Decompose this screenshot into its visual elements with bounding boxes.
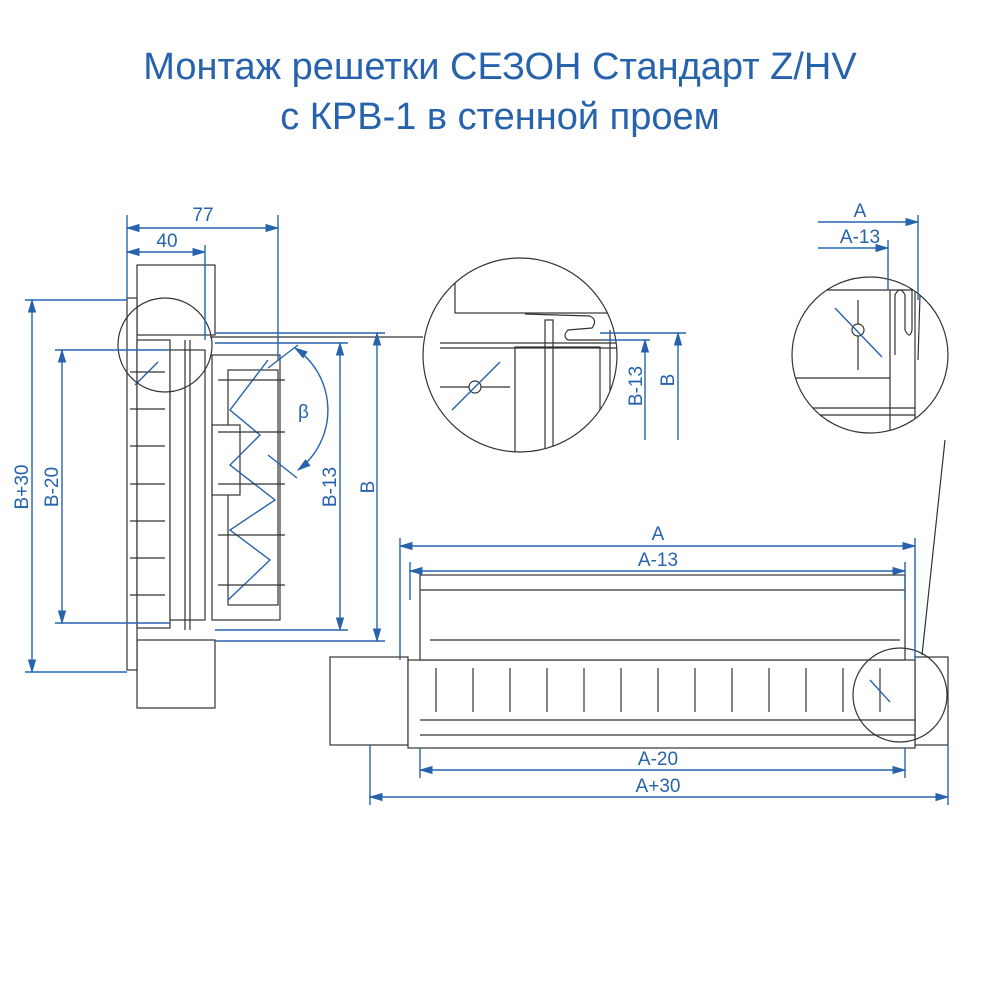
wall-bottom-section	[136, 639, 216, 709]
dim-b: B	[358, 481, 379, 494]
plan-dim-a-minus-20: A-20	[638, 749, 678, 770]
dim-b-plus-30: B+30	[12, 465, 33, 510]
detail-dim-a-minus-13: A-13	[840, 227, 880, 248]
side-dimensions: 77 40 B+30 B-20 B-13 B	[12, 205, 385, 674]
detail-dim-b-minus-13: B-13	[626, 366, 647, 406]
grille-frame	[169, 349, 206, 621]
plan-louvers	[435, 668, 881, 712]
damper-blades	[227, 359, 277, 601]
wall-top-section	[136, 264, 216, 336]
detail-leader-line-2	[921, 439, 946, 656]
grille-louvers	[130, 371, 165, 596]
dim-40: 40	[156, 231, 177, 252]
grille-front	[407, 659, 916, 749]
detail-top-corner: B-13 B	[422, 257, 686, 453]
wall-right-section	[914, 656, 949, 746]
damper-housing	[419, 574, 906, 661]
plan-dim-a-minus-13: A-13	[638, 550, 678, 571]
plan-dim-a-plus-30: A+30	[636, 776, 681, 797]
angle-arc	[293, 347, 329, 471]
detail-circle-2	[791, 276, 949, 434]
dim-77: 77	[192, 205, 213, 226]
side-view: 77 40 B+30 B-20 B-13 B	[12, 205, 423, 709]
detail-dim-b: B	[658, 374, 679, 387]
dim-b-minus-13: B-13	[320, 467, 341, 507]
detail-circle-1	[422, 257, 618, 453]
angle-beta: β	[298, 402, 309, 423]
detail-dim-a: A	[854, 201, 867, 222]
detail-side-corner: A A-13	[791, 201, 949, 656]
detail-marker-circle	[117, 297, 213, 393]
plan-view: A A-13 A-20 A+30	[329, 524, 950, 805]
plan-dim-a: A	[652, 524, 665, 545]
dim-b-minus-20: B-20	[42, 467, 63, 507]
title-line-1: Монтаж решетки СЕЗОН Стандарт Z/HV	[143, 46, 857, 88]
wall-left-section	[329, 656, 409, 746]
title-line-2: с КРВ-1 в стенной проем	[280, 96, 720, 138]
